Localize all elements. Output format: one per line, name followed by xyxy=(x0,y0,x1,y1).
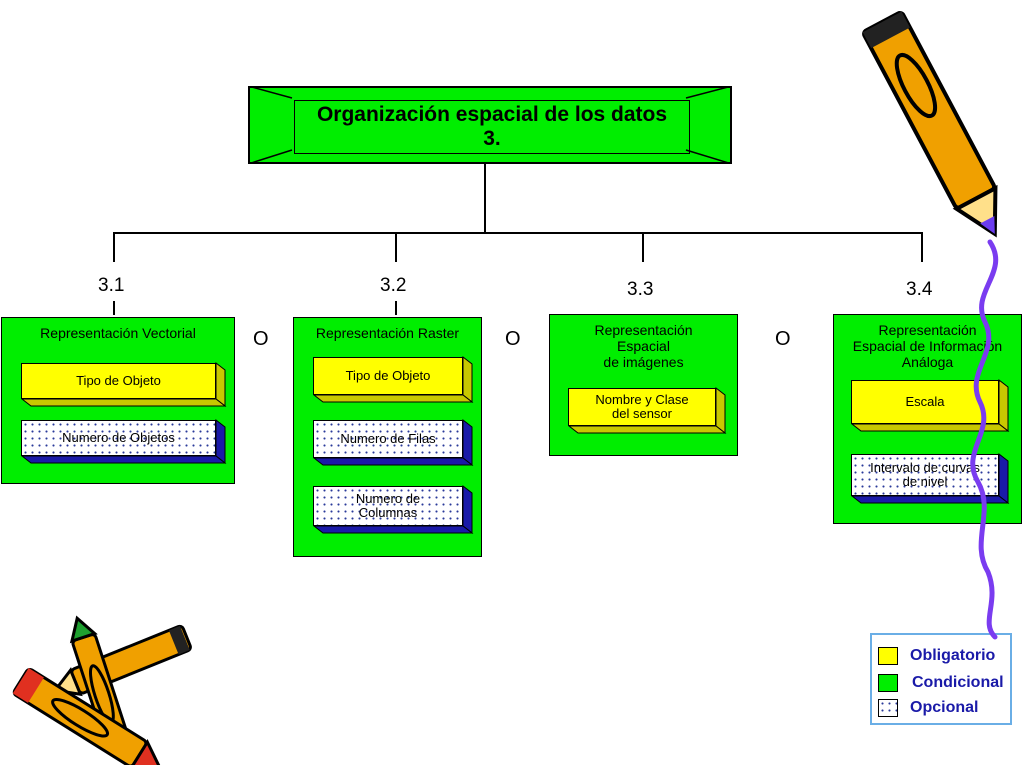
item-3d-side xyxy=(21,362,227,408)
node-title: Representación Raster xyxy=(315,325,460,341)
item-3d-side xyxy=(21,419,227,465)
or-label-3: O xyxy=(775,328,791,350)
connector-3-2 xyxy=(395,232,397,262)
root-title-line1: Organización espacial de los datos xyxy=(316,103,668,126)
legend-label: Condicional xyxy=(912,674,1004,691)
item-escala: Escala xyxy=(851,380,999,424)
item-label-line2: Columnas xyxy=(358,505,418,520)
node-number-3-1: 3.1 xyxy=(98,275,125,296)
item-label-line2: del sensor xyxy=(612,406,672,421)
node-title-line1: Representación xyxy=(594,322,693,338)
item-label-line2: de nivel xyxy=(902,474,948,489)
connector-3-2-lower xyxy=(395,301,397,315)
item-3d-side xyxy=(851,379,1010,433)
root-bevel xyxy=(248,86,732,164)
crayons-icon xyxy=(12,615,192,765)
item-label: Tipo de Objeto xyxy=(345,368,431,383)
root-title: Organización espacial de los datos 3. xyxy=(294,100,690,154)
connector-3-1-lower xyxy=(113,301,115,315)
item-label: Tipo de Objeto xyxy=(76,373,161,388)
item-label-line1: Nombre y Clase xyxy=(595,392,689,407)
item-numero-de-objetos: Numero de Objetos xyxy=(21,420,216,456)
node-title-line2: Espacial de Información xyxy=(852,338,1003,354)
legend-swatch-dotted xyxy=(878,699,898,717)
item-tipo-de-objeto: Tipo de Objeto xyxy=(21,363,216,399)
node-title-line1: Representación xyxy=(878,322,977,338)
connector-3-3 xyxy=(642,232,644,262)
branch-connector xyxy=(113,232,923,234)
node-title-line2: Espacial xyxy=(617,338,670,354)
item-3d-side xyxy=(313,419,474,467)
node-number-3-2: 3.2 xyxy=(380,275,407,296)
item-label: Numero de Objetos xyxy=(62,430,175,445)
item-3d-side xyxy=(313,356,474,404)
item-3d-side xyxy=(568,387,727,435)
node-title-line3: de imágenes xyxy=(603,354,684,370)
item-tipo-de-objeto: Tipo de Objeto xyxy=(313,357,463,395)
node-number-3-3: 3.3 xyxy=(627,279,654,300)
item-numero-de-filas: Numero de Filas xyxy=(313,420,463,458)
legend: Obligatorio Condicional Opcional xyxy=(870,633,1012,725)
item-3d-side xyxy=(313,485,474,535)
legend-swatch-yellow xyxy=(878,647,898,665)
legend-item-condicional: Condicional xyxy=(878,672,1004,694)
root-title-line2: 3. xyxy=(483,127,501,150)
node-title-line3: Análoga xyxy=(901,354,954,370)
legend-item-obligatorio: Obligatorio xyxy=(878,645,995,667)
connector-3-1 xyxy=(113,232,115,262)
node-title: Representación Vectorial xyxy=(40,325,196,341)
node-number-3-4: 3.4 xyxy=(906,279,933,300)
pencil-icon xyxy=(862,11,999,640)
root-connector xyxy=(484,164,486,234)
or-label-2: O xyxy=(505,328,521,350)
or-label-1: O xyxy=(253,328,269,350)
legend-label: Obligatorio xyxy=(910,647,996,664)
root-node: Organización espacial de los datos 3. xyxy=(248,86,732,164)
connector-3-4 xyxy=(921,232,923,262)
item-3d-side xyxy=(851,453,1010,505)
legend-item-opcional: Opcional xyxy=(878,697,978,719)
item-label: Escala xyxy=(905,394,945,409)
item-label: Numero de Filas xyxy=(340,431,436,446)
legend-label: Opcional xyxy=(910,699,979,716)
legend-swatch-green xyxy=(878,674,898,692)
item-label-line1: Intervalo de curvas xyxy=(870,460,980,475)
item-label-line1: Numero de xyxy=(355,491,421,506)
